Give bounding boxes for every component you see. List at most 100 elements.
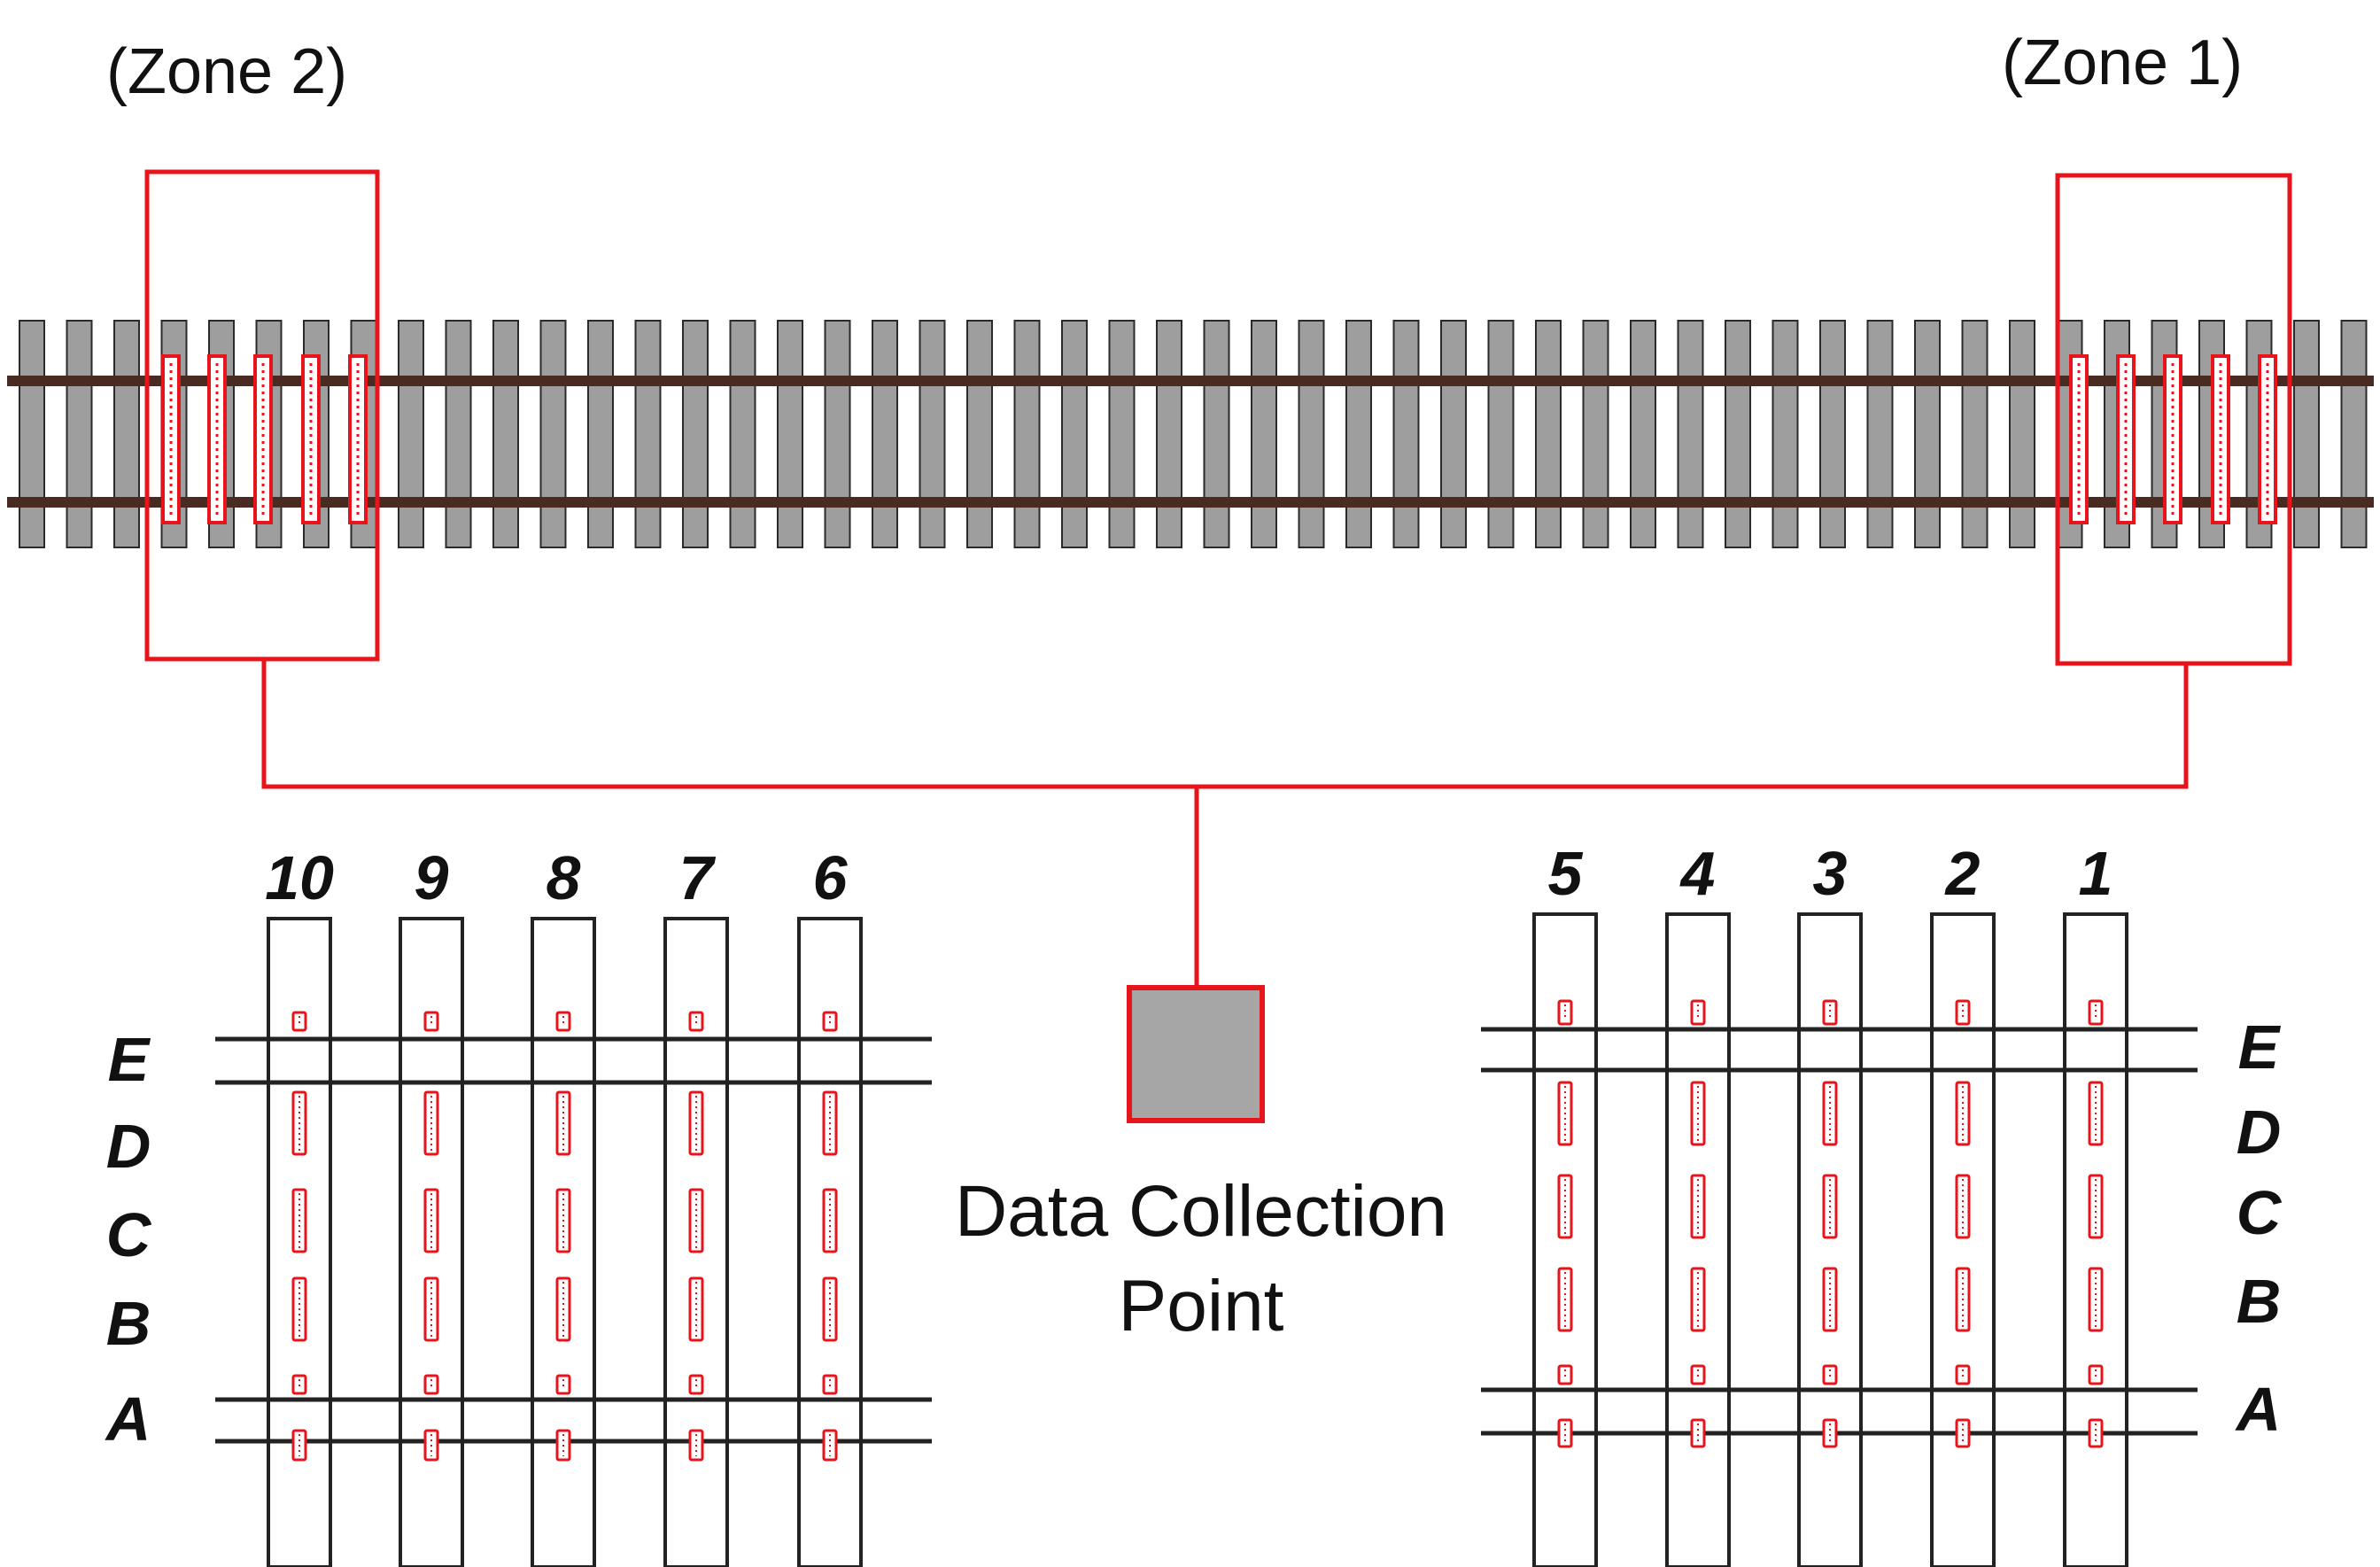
sensor-strip [2163, 354, 2182, 524]
sleeper [2340, 320, 2368, 548]
sensor-segment [2088, 1418, 2104, 1448]
sleeper [1487, 320, 1515, 548]
sensor-strip [2211, 354, 2230, 524]
sensor-segment [1690, 999, 1706, 1026]
sleeper [634, 320, 662, 548]
sleeper [872, 320, 898, 548]
row-label: A [2235, 1375, 2282, 1444]
sleeper [1440, 320, 1467, 548]
row-label: C [106, 1200, 152, 1269]
zone-1-box [2055, 173, 2292, 666]
sensor-strip [348, 354, 368, 524]
sleeper-number: 6 [813, 843, 849, 912]
row-label: B [106, 1289, 151, 1358]
sensor-segment [1955, 1418, 1971, 1448]
sleeper-number: 9 [415, 843, 449, 912]
sleeper [1108, 320, 1136, 548]
sleeper-number: 7 [679, 843, 717, 912]
sensor-segment [1955, 999, 1971, 1026]
sleeper [1535, 320, 1562, 548]
sensor-strip [2116, 354, 2136, 524]
sleeper-number: 3 [1813, 839, 1848, 908]
connection-lines [261, 659, 2189, 988]
rail-upper [7, 376, 2374, 386]
sleeper [1866, 320, 1894, 548]
instrumented-sleepers [161, 354, 2277, 524]
sleeper [919, 320, 946, 548]
sleeper [1203, 320, 1230, 548]
sleeper [1298, 320, 1325, 548]
sensor-segment [1822, 1418, 1838, 1448]
row-label: E [2238, 1012, 2282, 1082]
zone-2-link [261, 659, 1197, 789]
row-label: D [2237, 1098, 2282, 1167]
detail-rail-band [215, 1400, 932, 1441]
sleeper [1914, 320, 1941, 548]
sleeper [1251, 320, 1277, 548]
sensor-segment [1557, 999, 1573, 1026]
detail-rail-band [1481, 1390, 2198, 1433]
row-label: E [108, 1025, 151, 1094]
sleeper [1725, 320, 1751, 548]
sleeper-number: 8 [547, 843, 581, 912]
sleeper [1061, 320, 1088, 548]
sensor-segment [2088, 999, 2104, 1026]
sensor-strip [207, 354, 227, 524]
sensor-segment [1822, 999, 1838, 1026]
sensor-strip [2258, 354, 2277, 524]
zone-2-title: (Zone 2) [106, 36, 347, 107]
sleeper [398, 320, 424, 548]
sleeper [1345, 320, 1372, 548]
sleeper [113, 320, 140, 548]
sleepers [19, 320, 2368, 548]
sleeper [66, 320, 93, 548]
sleeper [1156, 320, 1182, 548]
row-label: B [2237, 1267, 2282, 1336]
sleeper [824, 320, 851, 548]
rail-lower [7, 497, 2374, 508]
detail-rail-band [1481, 1029, 2198, 1070]
sleeper [1771, 320, 1799, 548]
sleeper [1819, 320, 1846, 548]
sensor-strip [161, 354, 181, 524]
sensor-strip [253, 354, 273, 524]
sleeper-number: 4 [1679, 839, 1716, 908]
sleeper [1677, 320, 1704, 548]
track-overview [7, 320, 2374, 548]
sleeper [2009, 320, 2035, 548]
sleeper [19, 320, 45, 548]
sleeper-number: 10 [265, 843, 334, 912]
sleeper [1013, 320, 1041, 548]
sleeper [777, 320, 803, 548]
sleeper [682, 320, 709, 548]
row-label: A [105, 1385, 151, 1454]
sensor-segment [1690, 1418, 1706, 1448]
zone-1-link [1197, 663, 2189, 789]
sleeper-number: 1 [2079, 839, 2113, 908]
zone-1-title: (Zone 1) [2002, 27, 2243, 98]
sleeper [1961, 320, 1989, 548]
data-collection-label-line2: Point [1119, 1266, 1284, 1346]
row-label: D [106, 1112, 151, 1181]
data-collection-label-line1: Data Collection [955, 1171, 1447, 1252]
sleeper-number: 2 [1944, 839, 1981, 908]
sensor-segment [1557, 1418, 1573, 1448]
sleeper [1582, 320, 1609, 548]
sleeper [729, 320, 756, 548]
sleeper [539, 320, 567, 548]
sensor-strip [301, 354, 321, 524]
sleeper-number: 5 [1548, 839, 1584, 908]
sleeper [2293, 320, 2320, 548]
sleeper [445, 320, 472, 548]
detail-rail-band [215, 1039, 932, 1082]
data-collection-box [1127, 985, 1265, 1123]
row-label: C [2237, 1178, 2283, 1247]
sleeper [492, 320, 519, 548]
sensor-strip [2069, 354, 2089, 524]
sleeper [1630, 320, 1656, 548]
sleeper [966, 320, 993, 548]
sleeper [1392, 320, 1420, 548]
